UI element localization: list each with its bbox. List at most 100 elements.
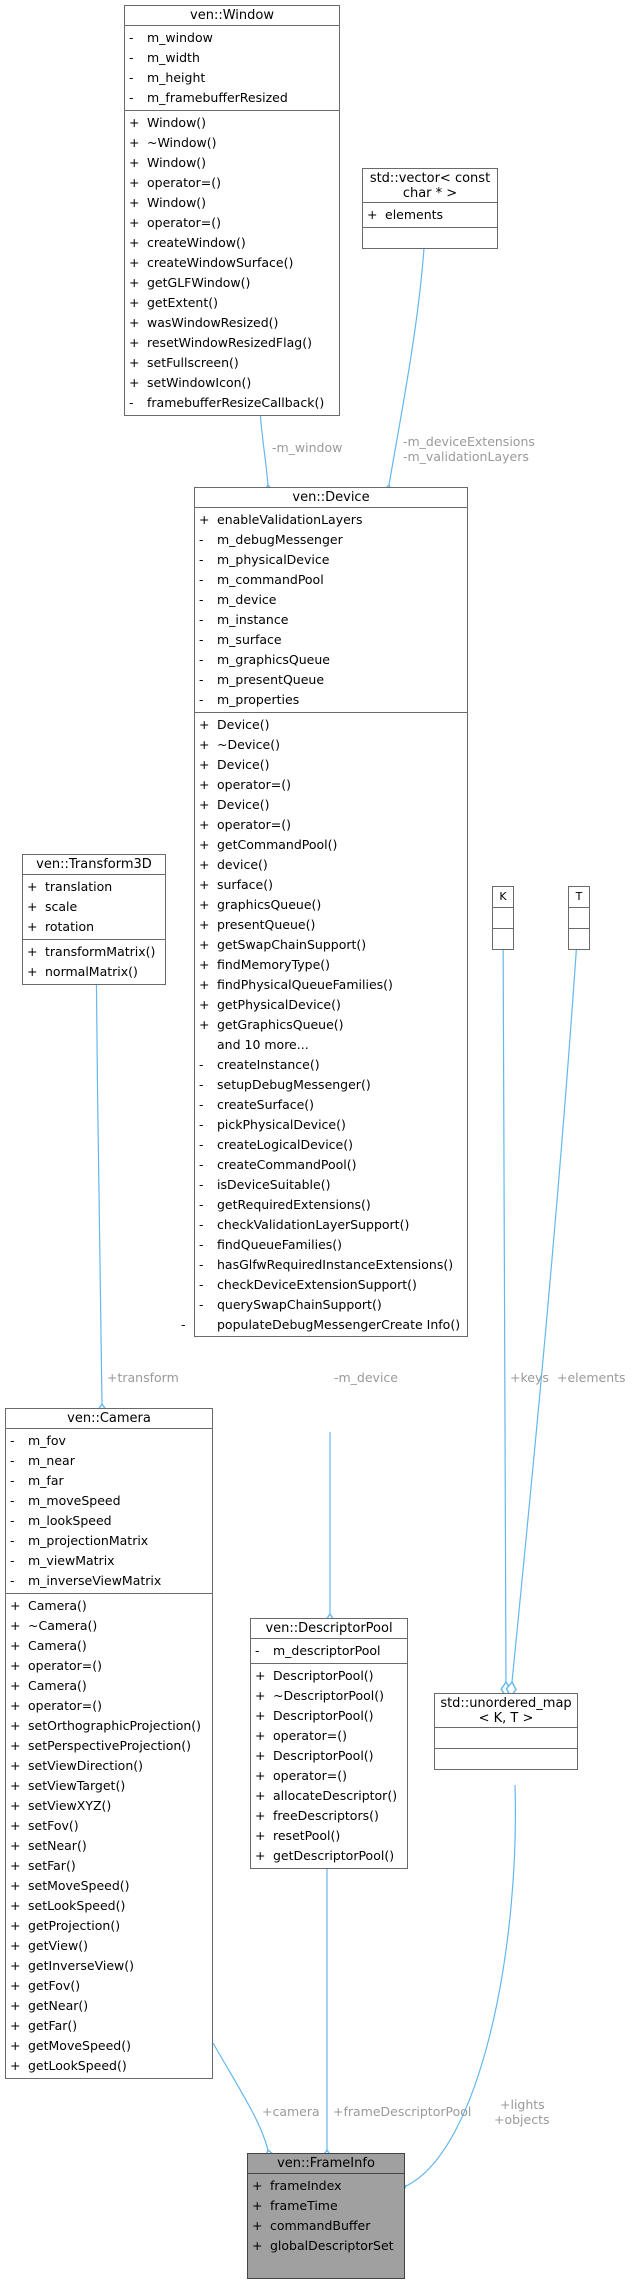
member-name: getNear()	[28, 1998, 89, 2013]
member-row: -m_far	[6, 1471, 212, 1491]
member-row: -m_moveSpeed	[6, 1491, 212, 1511]
member-name: graphicsQueue()	[217, 897, 322, 912]
visibility-marker: -	[199, 1117, 204, 1132]
visibility-marker: +	[129, 355, 140, 370]
member-row: -getRequiredExtensions()	[195, 1195, 467, 1215]
member-name: getDescriptorPool()	[273, 1848, 395, 1863]
member-name: setFov()	[28, 1818, 79, 1833]
visibility-marker: -	[10, 1533, 15, 1548]
visibility-marker: +	[10, 1638, 21, 1653]
member-name: getSwapChainSupport()	[217, 937, 367, 952]
visibility-marker: +	[255, 1788, 266, 1803]
member-name: DescriptorPool()	[273, 1748, 374, 1763]
member-row: +frameTime	[248, 2196, 404, 2216]
member-name: operator=()	[217, 817, 291, 832]
visibility-marker: +	[10, 1618, 21, 1633]
member-name: m_properties	[217, 692, 300, 707]
member-row: +getExtent()	[125, 293, 339, 313]
member-name: m_framebufferResized	[147, 90, 288, 105]
edge-m-window	[259, 409, 268, 485]
title-line-2: char * >	[402, 186, 458, 201]
visibility-marker: +	[27, 899, 38, 914]
member-row: +setMoveSpeed()	[6, 1876, 212, 1896]
member-name: getGraphicsQueue()	[217, 1017, 344, 1032]
member-row: + graphicsQueue()	[195, 895, 467, 915]
member-name: checkValidationLayerSupport()	[217, 1217, 410, 1232]
visibility-marker: -	[10, 1473, 15, 1488]
member-row: +commandBuffer	[248, 2216, 404, 2236]
member-name: setupDebugMessenger()	[217, 1077, 371, 1092]
visibility-marker: +	[252, 2198, 263, 2213]
visibility-marker: +	[10, 1798, 21, 1813]
member-row: -m_descriptorPool	[251, 1641, 407, 1661]
member-row: -m_properties	[195, 690, 467, 710]
visibility-marker: +	[10, 1698, 21, 1713]
attributes-section: +elements	[363, 203, 497, 228]
member-row: -m_presentQueue	[195, 670, 467, 690]
class-title: ven::Transform3D	[23, 855, 165, 875]
member-name: ~Device()	[217, 737, 280, 752]
visibility-marker: -	[10, 1513, 15, 1528]
member-row: +allocateDescriptor()	[251, 1786, 407, 1806]
member-name: operator=()	[273, 1728, 347, 1743]
visibility-marker: +	[129, 235, 140, 250]
class-title: std::unordered_map < K, T >	[435, 1694, 577, 1728]
member-name: createLogicalDevice()	[217, 1137, 353, 1152]
visibility-marker: +	[10, 1758, 21, 1773]
member-name: device()	[217, 857, 268, 872]
member-row: +operator=()	[251, 1766, 407, 1786]
visibility-marker: +	[10, 1958, 21, 1973]
class-std-vector: std::vector< const char * > +elements	[362, 168, 498, 249]
member-name: m_device	[217, 592, 277, 607]
member-row: -m_projectionMatrix	[6, 1531, 212, 1551]
visibility-marker: -	[10, 1573, 15, 1588]
class-transform3d: ven::Transform3D +translation+scale+rota…	[22, 854, 166, 985]
visibility-marker: +	[367, 207, 378, 222]
methods-section	[493, 929, 513, 949]
member-name: m_lookSpeed	[28, 1513, 112, 1528]
member-row: -createInstance()	[195, 1055, 467, 1075]
visibility-marker: +	[199, 1017, 210, 1032]
edge-label-device-extensions: -m_deviceExtensions	[403, 434, 535, 449]
member-row: -hasGlfwRequiredInstanceExtensions()	[195, 1255, 467, 1275]
visibility-marker: +	[27, 944, 38, 959]
visibility-marker: -	[199, 1097, 204, 1112]
visibility-marker: -	[199, 532, 204, 547]
visibility-marker: -	[199, 1237, 204, 1252]
visibility-marker: -	[129, 395, 134, 410]
class-title: K	[493, 887, 513, 908]
member-row: +getInverseView()	[6, 1956, 212, 1976]
member-row: +Device()	[195, 755, 467, 775]
member-name: enableValidationLayers	[217, 512, 363, 527]
attributes-section	[569, 908, 589, 929]
visibility-marker: -	[10, 1453, 15, 1468]
member-row: +getView()	[6, 1936, 212, 1956]
visibility-marker: +	[199, 857, 210, 872]
member-name: getFov()	[28, 1978, 81, 1993]
member-name: getView()	[28, 1938, 88, 1953]
member-name: framebufferResizeCallback()	[147, 395, 325, 410]
visibility-marker: +	[199, 897, 210, 912]
visibility-marker: +	[199, 777, 210, 792]
visibility-marker: -	[129, 90, 134, 105]
member-name: m_instance	[217, 612, 289, 627]
member-row: +setFullscreen()	[125, 353, 339, 373]
member-name: ~Camera()	[28, 1618, 98, 1633]
member-row: +getProjection()	[6, 1916, 212, 1936]
class-window: ven::Window -m_window-m_width-m_height-m…	[124, 5, 340, 416]
edge-label-m-device: -m_device	[334, 1370, 398, 1385]
visibility-marker: -	[10, 1553, 15, 1568]
member-name: setNear()	[28, 1838, 87, 1853]
edge-label-lights: +lights	[500, 2097, 545, 2112]
member-row: -m_instance	[195, 610, 467, 630]
visibility-marker: +	[129, 215, 140, 230]
member-name: Window()	[147, 155, 207, 170]
member-name: Device()	[217, 757, 270, 772]
visibility-marker: -	[10, 1433, 15, 1448]
member-name: commandBuffer	[270, 2218, 371, 2233]
member-name: checkDeviceExtensionSupport()	[217, 1277, 417, 1292]
member-row: +setViewDirection()	[6, 1756, 212, 1776]
member-row: +setNear()	[6, 1836, 212, 1856]
member-row: -querySwapChainSupport()	[195, 1295, 467, 1315]
member-row: +wasWindowResized()	[125, 313, 339, 333]
